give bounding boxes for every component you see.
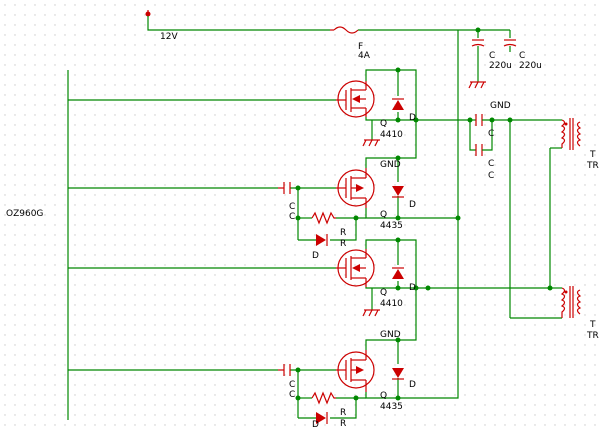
diode-body-2-label: D (409, 200, 416, 210)
q1-wiring (365, 67, 473, 140)
coupling-cap-label-1: C (488, 129, 494, 139)
diode-body-2 (392, 186, 404, 198)
q3-part: 4410 (380, 299, 403, 309)
bulk-cap-1 (468, 39, 486, 89)
transformer-1-name: TR (586, 161, 599, 171)
coupling-cap-label-2: C (488, 159, 494, 169)
q4-resistor (311, 391, 336, 405)
supply-label: 12V (160, 32, 178, 42)
fuse-symbol (330, 26, 359, 34)
diode-body-3-label: D (409, 283, 416, 293)
q2-ref: Q (380, 210, 387, 220)
supply-rail (145, 10, 511, 350)
ground-top-label: GND (490, 101, 511, 111)
q4-cap-a: C (289, 380, 295, 390)
mosfet-q1 (336, 80, 375, 118)
q4-wiring (290, 288, 459, 419)
diode-body-1-label: D (409, 113, 416, 123)
q2-gate-diode-label: D (312, 251, 319, 261)
q2-cap-b: C (289, 212, 295, 222)
fuse-ref: F (358, 42, 363, 52)
q2-gate-diode (316, 234, 328, 246)
q1-part: 4410 (380, 130, 403, 140)
transformer-1 (560, 118, 582, 150)
fuse-value: 4A (358, 51, 371, 61)
q4-part: 4435 (380, 402, 403, 412)
q2-wiring (290, 120, 461, 241)
transformer-2 (560, 286, 582, 318)
diode-body-4-label: D (409, 380, 416, 390)
bulk-cap-2-ref: C (519, 51, 525, 61)
diode-body-4 (392, 368, 404, 380)
bulk-cap-2 (503, 39, 517, 52)
q3-ref: Q (380, 288, 387, 298)
q1-ref: Q (380, 119, 387, 129)
ground-q1 (362, 139, 380, 147)
controller-label: OZ960G (6, 209, 43, 219)
ground-q3 (362, 309, 380, 317)
transformer-2-ref: T (589, 320, 596, 330)
q4-cap-b: C (289, 390, 295, 400)
q2-gate-capacitor (278, 182, 291, 194)
bulk-cap-1-ref: C (489, 51, 495, 61)
q2-cap-a: C (289, 202, 295, 212)
ground-q2-label: GND (380, 160, 401, 170)
q4-ref: Q (380, 391, 387, 401)
q2-resistor-label-1: R (340, 228, 346, 238)
q2-resistor-label-2: R (340, 239, 346, 249)
bulk-cap-1-value: 220u (489, 61, 512, 71)
coupling-cap-label-3: C (488, 171, 494, 181)
q4-resistor-label-1: R (340, 408, 346, 418)
q4-gate-diode-label: D (312, 420, 319, 427)
q4-resistor-label-2: R (340, 419, 346, 427)
q3-wiring (365, 237, 550, 310)
mosfet-q3 (336, 249, 375, 287)
q2-resistor (311, 211, 336, 225)
q4-gate-diode (316, 412, 328, 424)
output-bus (509, 119, 562, 319)
transformer-2-name: TR (586, 331, 599, 341)
diode-body-3 (392, 267, 404, 279)
diode-body-1 (392, 98, 404, 110)
q2-part: 4435 (380, 221, 403, 231)
controller-bus (67, 70, 336, 420)
bulk-cap-2-value: 220u (519, 61, 542, 71)
ground-q4-label: GND (380, 330, 401, 340)
mosfet-q4 (336, 350, 375, 392)
transformer-1-ref: T (589, 150, 596, 160)
q4-gate-capacitor (278, 364, 291, 376)
mosfet-q2 (336, 168, 375, 208)
coupling-cap-parallel (469, 120, 493, 156)
